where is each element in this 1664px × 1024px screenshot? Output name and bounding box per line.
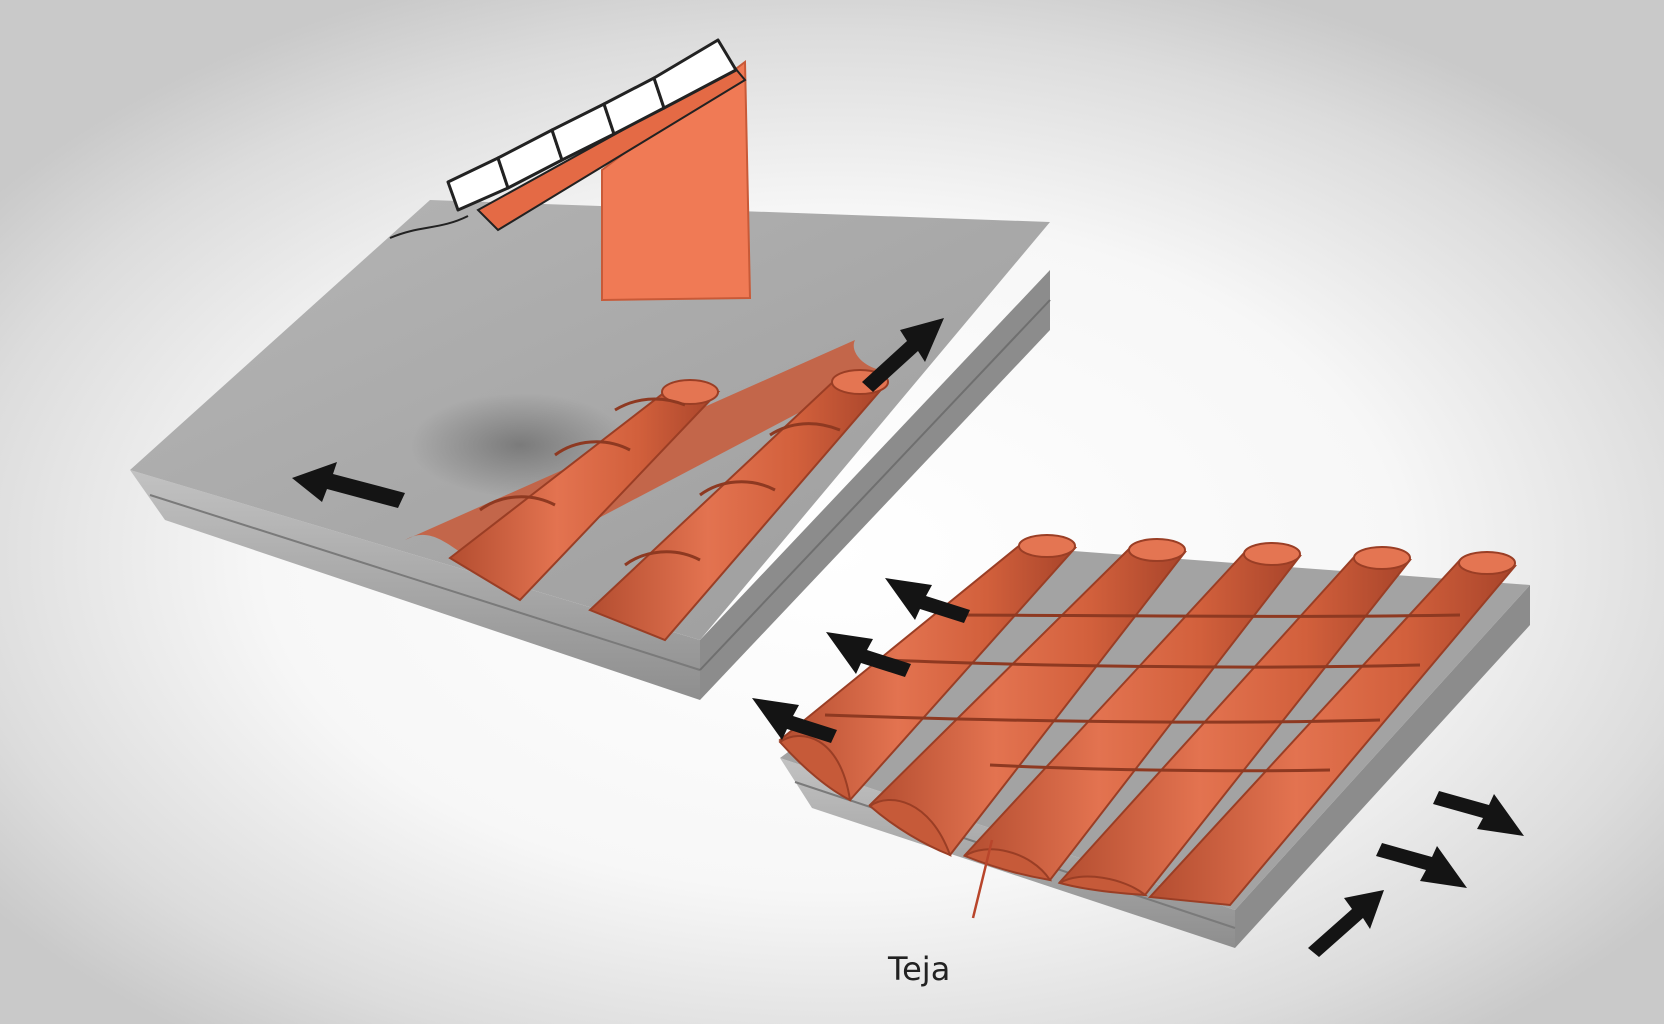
tile-column (448, 379, 721, 602)
left-slab-edge-line-2 (699, 299, 1051, 671)
right-tile-group (778, 534, 1517, 907)
tile-label-leader (971, 839, 994, 919)
arrow-icon (752, 578, 1524, 957)
tile-overlap-seams (824, 613, 1461, 773)
arrow-right-slab-left-1 (885, 578, 970, 623)
arrow-icon (292, 318, 944, 508)
arrow-right-slab-right-1 (1433, 791, 1524, 836)
panel-cable (389, 215, 469, 239)
arrow-right-slab-right-2 (1376, 843, 1467, 888)
tile-top-caps (1018, 534, 1516, 575)
solar-panel-cells (446, 38, 738, 212)
arrow-left-slab-up (862, 318, 944, 392)
solar-panel-icon (389, 38, 752, 302)
arrow-right-slab-up (1308, 890, 1384, 957)
arrow-left-slab-left (292, 462, 405, 508)
right-slab-right-side (1235, 585, 1530, 948)
arrow-right-slab-left-3 (752, 698, 837, 743)
left-tile-group (405, 340, 889, 642)
left-roof-slab (130, 200, 1051, 700)
arrow-right-slab-left-2 (826, 632, 911, 677)
tile-label: Teja (888, 950, 951, 988)
tile-bottom-curls (778, 735, 1148, 897)
left-slab-front-side (130, 470, 700, 700)
left-slab-edge-line (149, 494, 701, 671)
